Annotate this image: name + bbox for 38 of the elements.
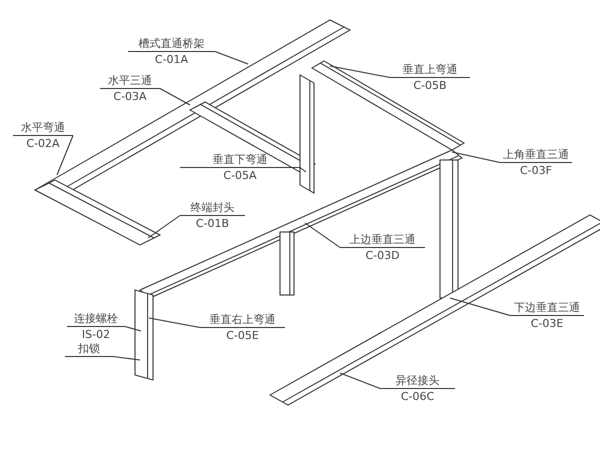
part-name: 异径接头 (380, 374, 455, 389)
leader-line (112, 356, 140, 360)
part-code: C-05B (413, 80, 447, 92)
leader-line (300, 167, 306, 172)
part-code: C-05A (223, 170, 257, 182)
leader-line (148, 215, 180, 238)
part-name: 水平弯通 (13, 121, 73, 136)
part-code: C-01B (196, 218, 230, 230)
part-name: 连接螺栓 (67, 312, 125, 327)
part-name: 下边垂直三通 (510, 301, 584, 316)
part-name: 垂直下弯通 (180, 153, 300, 168)
part-name: 水平三通 (100, 74, 160, 89)
part-code: C-03D (365, 250, 400, 262)
part-name: 终端封头 (180, 201, 245, 216)
part-name: 垂直右上弯通 (200, 313, 285, 328)
part-code: C-03F (520, 165, 552, 177)
part-code: C-03A (113, 91, 147, 103)
part-name: 上边垂直三通 (340, 233, 425, 248)
leader-line (450, 298, 510, 316)
part-code: IS-02 (82, 329, 110, 341)
leader-line (304, 222, 340, 248)
part-name: 垂直上弯通 (390, 63, 470, 78)
leader-line (56, 135, 74, 176)
part-code: C-03E (530, 318, 564, 330)
leader-line (124, 326, 142, 332)
part-code: C-05E (226, 330, 259, 342)
part-name: 槽式直通桥架 (128, 37, 215, 52)
leader-line (340, 372, 380, 389)
part-name: 扣锁 (65, 342, 113, 357)
part-code: C-06C (400, 391, 434, 403)
leader-line (148, 318, 200, 328)
leader-line (452, 152, 500, 163)
part-code: C-01A (154, 54, 188, 66)
part-name: 上角垂直三通 (500, 148, 572, 163)
leader-line (160, 88, 190, 106)
leader-line (214, 51, 248, 64)
part-code: C-02A (26, 138, 60, 150)
leader-line (330, 66, 390, 78)
